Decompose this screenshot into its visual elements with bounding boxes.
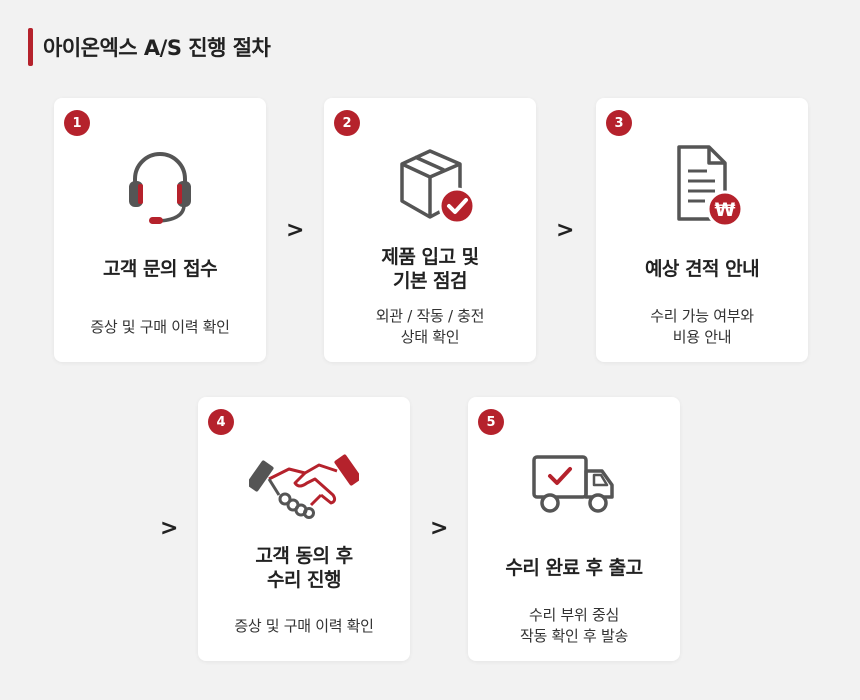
arrow-1-to-2: > [286,218,305,243]
arrow-2-to-3: > [556,218,575,243]
step-description: 증상 및 구매 이력 확인 [234,616,374,635]
step-title: 수리 완료 후 출고 [505,557,643,579]
step-title: 고객 동의 후 수리 진행 [255,545,353,591]
page-title: 아이온엑스 A/S 진행 절차 [28,28,271,66]
step-card-4: 4 고객 동의 후 수리 진행 증상 및 구매 이력 확인 [198,397,410,661]
document-won-icon: ₩ [640,126,764,242]
step-number-badge: 3 [606,110,632,136]
step-card-5: 5 수리 완료 후 출고 수리 부위 중심 작동 확인 후 발송 [468,397,680,661]
step-number-badge: 4 [208,409,234,435]
step-card-1: 1 고객 문의 접수 증상 및 구매 이력 확인 [54,98,266,362]
step-card-2: 2 제품 입고 및 기본 점검 외관 / 작동 / 충전 상태 확인 [324,98,536,362]
step-description: 외관 / 작동 / 충전 상태 확인 [375,307,485,346]
arrow-3-to-4: > [160,516,179,541]
step-title: 고객 문의 접수 [102,258,218,280]
handshake-icon [242,425,366,541]
step-description: 수리 부위 중심 작동 확인 후 발송 [520,606,628,645]
title-accent-bar [28,28,33,66]
step-title: 제품 입고 및 기본 점검 [381,246,479,292]
step-number-badge: 5 [478,409,504,435]
headset-icon [98,126,222,242]
delivery-truck-icon [512,425,636,541]
step-title: 예상 견적 안내 [644,258,760,280]
step-description: 증상 및 구매 이력 확인 [90,317,230,336]
page-title-text: 아이온엑스 A/S 진행 절차 [43,36,271,60]
svg-text:₩: ₩ [715,199,736,221]
arrow-4-to-5: > [430,516,449,541]
step-description: 수리 가능 여부와 비용 안내 [650,307,754,346]
step-number-badge: 2 [334,110,360,136]
step-card-3: 3 ₩ 예상 견적 안내 수리 가능 여부와 비용 안내 [596,98,808,362]
step-number-badge: 1 [64,110,90,136]
box-check-icon [368,126,492,242]
